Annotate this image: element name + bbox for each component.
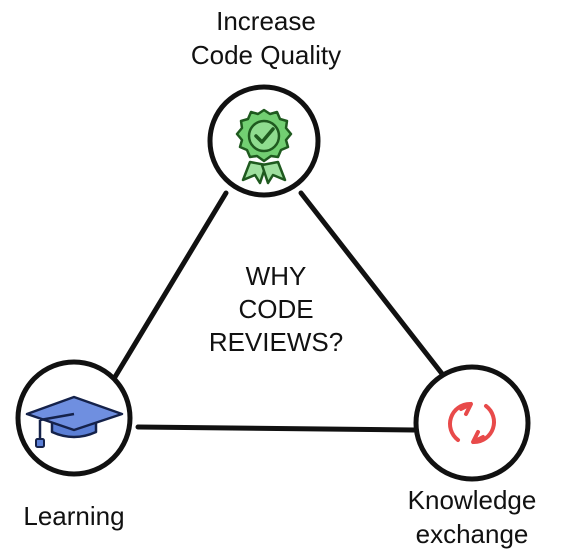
edge-top-left — [112, 190, 229, 380]
node-learning: Learning — [15, 359, 133, 531]
graduation-cap-icon — [25, 395, 124, 448]
label-right-line-2: exchange — [416, 519, 529, 549]
edge-left-right — [135, 424, 417, 433]
label-top-line-2: Code Quality — [191, 40, 341, 70]
award-badge-check-icon — [235, 108, 293, 185]
node-circle-right — [413, 364, 531, 482]
refresh-arrows-icon — [448, 402, 496, 444]
label-right-line-1: Knowledge — [408, 485, 537, 515]
label-top-line-1: Increase — [216, 6, 316, 36]
label-left: Learning — [23, 501, 124, 531]
edge-top-right — [298, 190, 446, 378]
center-title-line-2: CODE — [238, 294, 313, 324]
label-right: Knowledge exchange — [408, 485, 537, 549]
triangle-edges — [112, 190, 446, 433]
center-title-line-3: REVIEWS? — [209, 327, 343, 357]
node-knowledge-exchange: Knowledge exchange — [408, 364, 537, 549]
center-title-line-1: WHY — [246, 261, 307, 291]
label-left-line-1: Learning — [23, 501, 124, 531]
